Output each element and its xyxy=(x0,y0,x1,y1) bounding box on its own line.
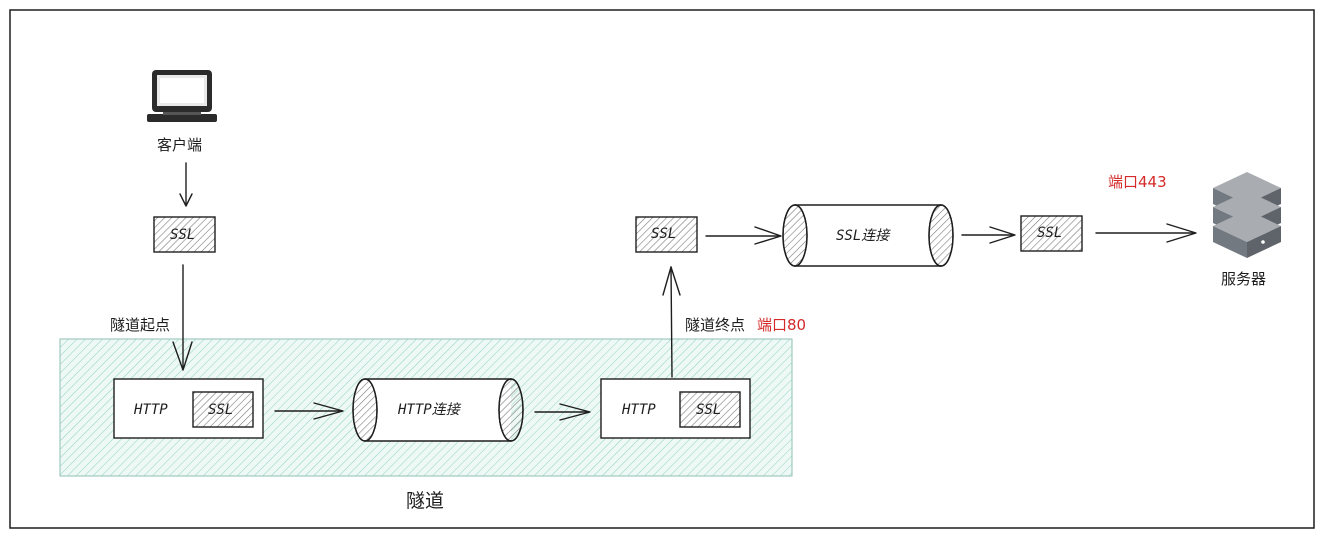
ssl-connection-cylinder xyxy=(782,204,954,267)
http-connection-label: HTTP连接 xyxy=(398,402,460,418)
computer-icon xyxy=(147,70,217,122)
tunnel-end-port-label: 端口80 xyxy=(757,316,807,334)
tunnel-right-ssl-box xyxy=(679,391,741,428)
arrow-ssl-connection-to-ssl xyxy=(961,226,1016,244)
client-ssl-box xyxy=(153,216,216,253)
arrow-client-to-ssl xyxy=(179,162,193,207)
arrow-tunnel-end-up xyxy=(662,266,681,378)
tunnel-right-ssl-label: SSL xyxy=(696,402,722,418)
client-label: 客户端 xyxy=(157,136,203,154)
tunnel-end-label: 隧道终点 xyxy=(685,316,746,334)
arrow-ssl-to-server xyxy=(1095,223,1197,243)
tunnel-left-ssl-label: SSL xyxy=(208,402,234,418)
tunnel-label: 隧道 xyxy=(406,490,445,512)
ssl-connection-label: SSL连接 xyxy=(836,228,890,244)
http-connection-cylinder xyxy=(352,378,524,442)
arrow-ssl-to-tunnel xyxy=(172,264,193,371)
tunnel-start-label: 隧道起点 xyxy=(110,316,171,334)
tunnel-left-http-label: HTTP xyxy=(134,402,168,418)
server-port-label: 端口443 xyxy=(1108,173,1167,191)
server-label: 服务器 xyxy=(1221,270,1267,288)
exit-ssl-label: SSL xyxy=(651,226,677,242)
server-ssl-box xyxy=(1020,215,1083,252)
exit-ssl-box xyxy=(635,216,698,253)
tunnel-right-http-label: HTTP xyxy=(622,402,656,418)
arrow-ssl-to-ssl-connection xyxy=(705,226,782,245)
client-ssl-label: SSL xyxy=(170,227,196,243)
arrow-packet-to-cylinder xyxy=(274,402,344,420)
tunnel-left-ssl-box xyxy=(192,391,254,428)
arrow-cylinder-to-packet xyxy=(534,403,591,421)
server-ssl-label: SSL xyxy=(1037,225,1063,241)
server-icon xyxy=(1213,172,1281,258)
